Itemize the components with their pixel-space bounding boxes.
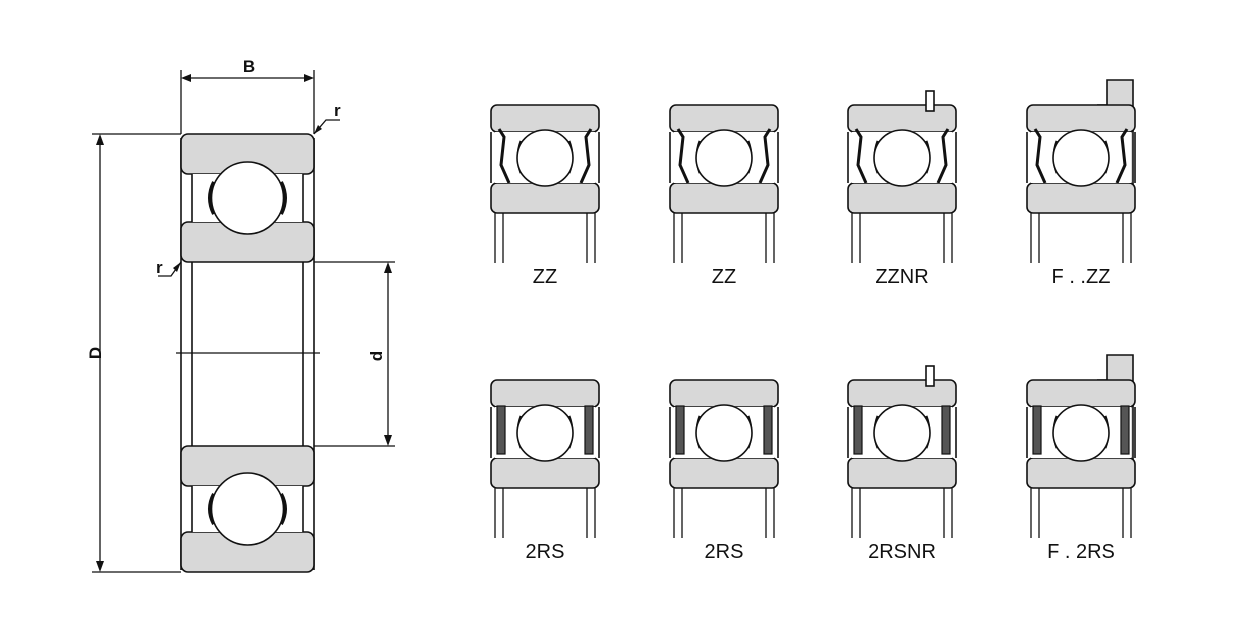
variant-label: 2RS: [526, 541, 565, 563]
shield: [579, 128, 593, 184]
inner-ring: [847, 457, 957, 489]
variant-6: 2RS: [669, 379, 779, 563]
section-top: [180, 133, 315, 263]
dimension-d: [314, 261, 395, 447]
rubber-seal: [1120, 405, 1130, 455]
shield: [854, 128, 868, 184]
inner-ring: [1026, 182, 1136, 214]
outer-ring: [1026, 379, 1136, 408]
variant-3: ZZNR: [847, 90, 957, 288]
ball: [516, 129, 574, 187]
rubber-seal: [496, 405, 506, 455]
outer-ring: [490, 379, 600, 408]
main-section-view: [176, 133, 320, 573]
rubber-seal: [584, 405, 594, 455]
ball: [873, 404, 931, 462]
outer-ring: [669, 379, 779, 408]
rubber-seal: [763, 405, 773, 455]
rubber-seal: [675, 405, 685, 455]
shield: [497, 128, 511, 184]
dim-B-label: B: [243, 57, 255, 76]
radius-callout-inner: [158, 261, 182, 277]
shield: [676, 128, 690, 184]
variant-label: ZZ: [712, 266, 736, 288]
outer-ring: [847, 104, 957, 133]
dimension-D: [92, 133, 181, 573]
outer-ring: [669, 104, 779, 133]
inner-ring: [490, 182, 600, 214]
shield: [1033, 128, 1047, 184]
inner-ring: [669, 182, 779, 214]
variant-label: ZZNR: [875, 266, 928, 288]
variant-label: 2RS: [705, 541, 744, 563]
radius-outer-label: r: [334, 101, 341, 120]
dim-D-label: D: [86, 347, 105, 359]
variant-1: ZZ: [490, 104, 600, 288]
rubber-seal: [941, 405, 951, 455]
variant-label: 2RSNR: [868, 541, 936, 563]
variant-5: 2RS: [490, 379, 600, 563]
ball: [873, 129, 931, 187]
inner-ring: [490, 457, 600, 489]
ball: [516, 404, 574, 462]
variant-grid: ZZ ZZ ZZNR F . .ZZ 2RS 2RS 2RSNR F . 2RS: [490, 79, 1136, 563]
dimension-B: [180, 70, 315, 134]
variant-label: F . 2RS: [1047, 541, 1115, 563]
variant-4: F . .ZZ: [1026, 79, 1136, 288]
ball: [695, 404, 753, 462]
inner-ring: [1026, 457, 1136, 489]
inner-ring: [847, 182, 957, 214]
rubber-seal: [853, 405, 863, 455]
ball: [1052, 404, 1110, 462]
variant-label: ZZ: [533, 266, 557, 288]
section-bottom: [180, 445, 315, 573]
radius-callout-outer: [313, 119, 340, 135]
snap-ring: [925, 90, 935, 112]
dim-d-label: d: [367, 351, 386, 361]
ball: [1052, 129, 1110, 187]
shield: [758, 128, 772, 184]
shield: [936, 128, 950, 184]
variant-2: ZZ: [669, 104, 779, 288]
shield: [1115, 128, 1129, 184]
radius-inner-label: r: [156, 258, 163, 277]
outer-ring: [490, 104, 600, 133]
snap-ring: [925, 365, 935, 387]
variant-label: F . .ZZ: [1052, 266, 1111, 288]
rubber-seal: [1032, 405, 1042, 455]
ball: [695, 129, 753, 187]
inner-ring: [669, 457, 779, 489]
variant-8: F . 2RS: [1026, 354, 1136, 563]
variant-7: 2RSNR: [847, 365, 957, 563]
outer-ring: [1026, 104, 1136, 133]
outer-ring: [847, 379, 957, 408]
